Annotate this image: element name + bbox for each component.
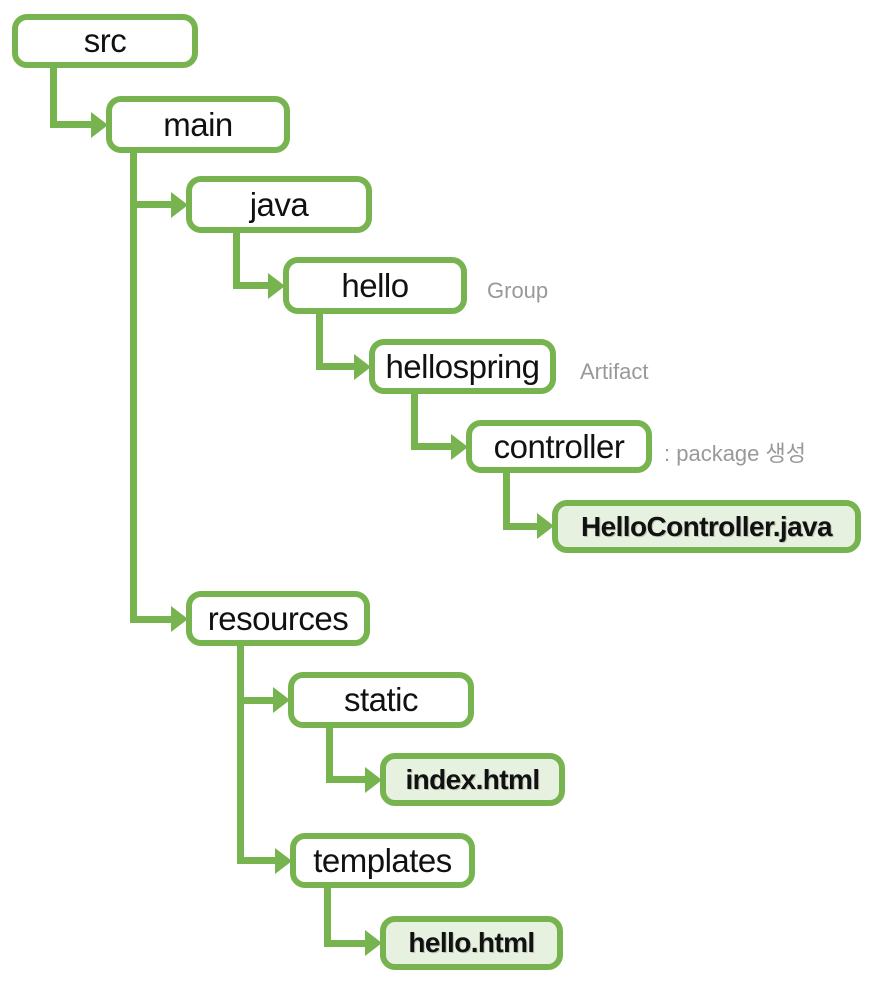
- node-src-label: src: [83, 22, 127, 59]
- node-java-label: java: [249, 185, 309, 223]
- node-templates-label: templates: [313, 841, 452, 879]
- edge-src-main: [49, 121, 91, 128]
- edge-static-index: [325, 776, 365, 783]
- node-static: static: [288, 672, 474, 728]
- edge-static-index: [325, 725, 333, 783]
- edge-java-hello: [232, 230, 240, 289]
- edge-src-main: [49, 64, 57, 128]
- edge-main-trunk: [129, 150, 137, 622]
- edge-templates-hellohtml: [323, 939, 365, 947]
- edge-resources-trunk: [236, 642, 244, 864]
- edge-controller-file-arrowhead: [537, 513, 554, 539]
- node-controller: controller: [466, 420, 652, 473]
- node-src: src: [12, 14, 198, 68]
- node-hello-html-label: hello.html: [408, 927, 535, 958]
- edge-main-java-arrowhead: [171, 191, 188, 218]
- edge-controller-file: [502, 522, 537, 530]
- edge-main-java: [129, 201, 171, 208]
- edge-hellospring-controller: [410, 391, 418, 450]
- edge-resources-static: [236, 696, 273, 704]
- edge-hellospring-controller: [410, 443, 451, 450]
- edge-controller-file: [502, 468, 510, 530]
- edge-resources-templates: [236, 857, 275, 864]
- edge-java-hello: [232, 282, 268, 289]
- edge-main-resources: [129, 615, 171, 623]
- node-main-label: main: [163, 105, 233, 143]
- node-java: java: [186, 176, 372, 233]
- node-resources-label: resources: [207, 599, 349, 637]
- edge-src-main-arrowhead: [91, 111, 108, 138]
- node-index-html-label: index.html: [405, 763, 540, 795]
- annotation-group: Group: [487, 278, 549, 303]
- edge-hello-hellospring: [315, 363, 354, 370]
- edge-templates-hellohtml: [323, 885, 331, 946]
- node-main: main: [106, 96, 290, 153]
- node-templates: templates: [290, 833, 475, 888]
- edge-resources-static-arrowhead: [273, 687, 290, 713]
- annotation-package: : package 생성: [664, 441, 806, 466]
- node-hello-label: hello: [341, 266, 409, 304]
- edge-hello-hellospring-arrowhead: [354, 353, 371, 380]
- edge-java-hello-arrowhead: [268, 272, 285, 299]
- edge-hello-hellospring: [315, 311, 323, 370]
- node-hellocontroller-java: HelloController.java: [552, 500, 861, 553]
- node-index-html: index.html: [380, 753, 565, 806]
- node-controller-label: controller: [493, 427, 625, 465]
- node-hellocontroller-java-label: HelloController.java: [581, 510, 833, 542]
- edge-resources-templates-arrowhead: [275, 847, 292, 874]
- node-hello-html: hello.html: [380, 916, 563, 970]
- node-hellospring: hellospring: [369, 339, 556, 394]
- edge-static-index-arrowhead: [365, 766, 382, 793]
- node-hello: hello: [283, 257, 467, 314]
- annotation-artifact: Artifact: [580, 359, 649, 384]
- node-static-label: static: [343, 681, 419, 718]
- node-hellospring-label: hellospring: [385, 347, 540, 385]
- edge-templates-hellohtml-arrowhead: [365, 930, 382, 956]
- edge-main-resources-arrowhead: [171, 606, 188, 632]
- node-resources: resources: [186, 591, 370, 646]
- edge-hellospring-controller-arrowhead: [451, 433, 468, 460]
